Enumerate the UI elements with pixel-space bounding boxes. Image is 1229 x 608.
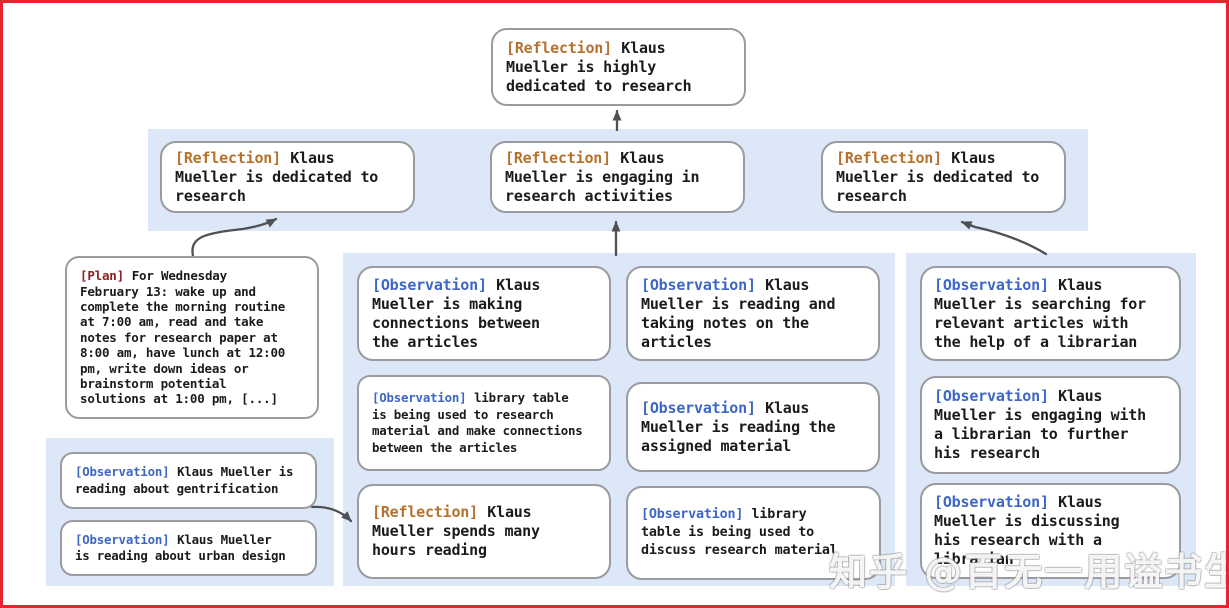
node-observation-discussing-librarian: [Observation]Klaus Mueller is discussing…: [920, 483, 1181, 579]
node-observation-urban-design: [Observation]Klaus Mueller is reading ab…: [60, 520, 317, 576]
node-observation-gentrification: [Observation]Klaus Mueller is reading ab…: [60, 452, 317, 509]
observation-tag: [Observation]: [641, 398, 756, 417]
node-text: Klaus Mueller is dedicated to research: [836, 148, 1040, 205]
observation-tag: [Observation]: [75, 464, 170, 479]
node-text: Klaus Mueller is dedicated to research: [175, 148, 379, 205]
node-observation-taking-notes: [Observation]Klaus Mueller is reading an…: [626, 266, 880, 361]
node-observation-connections: [Observation]Klaus Mueller is making con…: [357, 266, 611, 361]
node-text: Klaus Mueller is highly dedicated to res…: [506, 38, 692, 95]
node-observation-searching-articles: [Observation]Klaus Mueller is searching …: [920, 266, 1181, 361]
plan-tag: [Plan]: [80, 268, 124, 284]
node-reflection-root: [Reflection]Klaus Mueller is highly dedi…: [491, 28, 746, 106]
reflection-tag: [Reflection]: [175, 148, 281, 167]
reflection-tag: [Reflection]: [372, 503, 478, 521]
node-reflection-hours-reading: [Reflection]Klaus Mueller spends many ho…: [357, 484, 611, 579]
node-observation-library-discuss: [Observation]library table is being used…: [626, 486, 881, 580]
node-reflection-right: [Reflection]Klaus Mueller is dedicated t…: [821, 141, 1066, 213]
observation-tag: [Observation]: [372, 390, 467, 405]
node-reflection-left: [Reflection]Klaus Mueller is dedicated t…: [160, 141, 415, 213]
node-text: Klaus Mueller is discussing his research…: [934, 493, 1120, 568]
node-text: Klaus Mueller is reading about gentrific…: [75, 464, 294, 496]
observation-tag: [Observation]: [641, 275, 756, 294]
observation-tag: [Observation]: [934, 275, 1049, 294]
node-text: For Wednesday February 13: wake up and c…: [80, 268, 286, 407]
node-observation-library-research: [Observation]library table is being used…: [357, 375, 611, 471]
reflection-tag: [Reflection]: [506, 38, 612, 57]
node-text: Klaus Mueller is reading about urban des…: [75, 531, 286, 564]
node-text: Klaus Mueller is reading and taking note…: [641, 275, 836, 351]
observation-tag: [Observation]: [75, 531, 170, 547]
reflection-tag: [Reflection]: [505, 148, 611, 167]
node-observation-assigned-material: [Observation]Klaus Mueller is reading th…: [626, 382, 880, 472]
observation-tag: [Observation]: [934, 387, 1049, 405]
node-plan: [Plan]For Wednesday February 13: wake up…: [65, 256, 319, 419]
node-text: Klaus Mueller is engaging in research ac…: [505, 148, 700, 205]
observation-tag: [Observation]: [934, 493, 1049, 511]
observation-tag: [Observation]: [372, 275, 487, 294]
node-text: library table is being used to discuss r…: [641, 507, 838, 558]
node-observation-engaging-librarian: [Observation]Klaus Mueller is engaging w…: [920, 376, 1181, 474]
node-text: Klaus Mueller is engaging with a librari…: [934, 387, 1146, 462]
node-text: library table is being used to research …: [372, 390, 583, 455]
watermark: 知乎 @百无一用谥书生: [829, 550, 1229, 594]
node-text: Klaus Mueller is making connections betw…: [372, 275, 541, 351]
node-text: Klaus Mueller is reading the assigned ma…: [641, 398, 836, 455]
node-reflection-mid: [Reflection]Klaus Mueller is engaging in…: [490, 141, 745, 213]
reflection-tag: [Reflection]: [836, 148, 942, 167]
observation-tag: [Observation]: [641, 507, 744, 522]
node-text: Klaus Mueller is searching for relevant …: [934, 275, 1146, 351]
node-text: Klaus Mueller spends many hours reading: [372, 503, 540, 559]
